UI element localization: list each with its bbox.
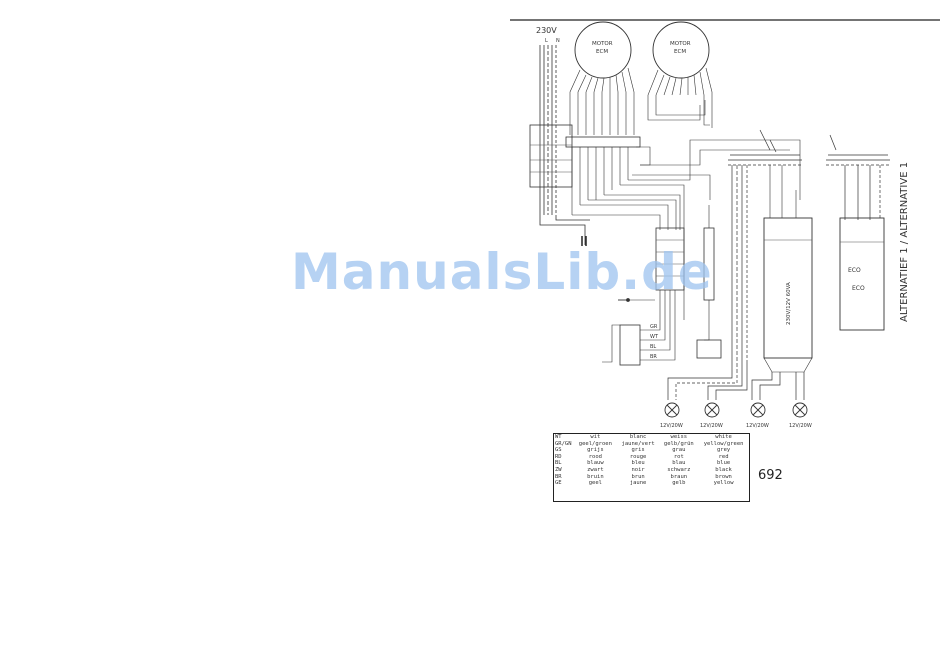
legend-cell: GR/GN [555, 440, 572, 447]
alt-box-line2: ECO [852, 285, 865, 292]
legend-row: GE geel jaune gelb yellow [554, 480, 749, 487]
alt-ecu-box [839, 217, 885, 331]
motor-1-label1: MOTOR [592, 41, 613, 47]
switch-label-2: WT [650, 334, 659, 340]
lamp-connector [696, 339, 722, 359]
legend-cell: rood [588, 453, 602, 460]
supply-l: L [545, 38, 548, 44]
alt-cable [826, 134, 890, 220]
motor-2: MOTOR ECM [652, 21, 710, 79]
supply-n: N [556, 38, 560, 44]
legend-cell: rouge [629, 453, 647, 460]
switch-block [619, 324, 641, 366]
legend-cell: GE [555, 480, 562, 487]
legend-cell: wit [590, 434, 601, 440]
legend-cell: geel/groen [578, 440, 612, 447]
legend-cell: noir [631, 466, 645, 473]
legend-cell: gris [631, 447, 645, 454]
legend-row: RD rood rouge rot red [554, 454, 749, 461]
legend-cell: RD [555, 453, 562, 460]
page-number: 692 [758, 468, 783, 483]
switch-label-4: BR [650, 354, 657, 360]
cable-bundle [728, 129, 802, 370]
legend-row: BL blauw bleu blau blue [554, 460, 749, 467]
lamp-3 [750, 402, 766, 418]
lamp-wires [667, 360, 805, 400]
transformer [763, 217, 813, 359]
legend-cell: ZW [555, 466, 562, 473]
motor-wires [569, 67, 713, 135]
switch-label-3: BL [650, 344, 656, 350]
fuse-wires [704, 205, 710, 341]
legend-cell: yellow [713, 480, 734, 487]
legend-cell: schwarz [667, 466, 691, 473]
lamp-1-label: 12V/20W [660, 423, 683, 429]
legend-cell: gelb [672, 480, 686, 487]
legend-cell: rot [673, 453, 684, 460]
fuse-element [703, 227, 715, 301]
switch-block-wires [602, 290, 676, 363]
legend-row: ZW zwart noir schwarz black [554, 467, 749, 474]
legend-cell: blue [716, 460, 731, 467]
legend-cell: grau [672, 447, 686, 454]
legend-cell: bruin [587, 473, 604, 480]
lamp-3-label: 12V/20W [746, 423, 769, 429]
lamp-2-label: 12V/20W [700, 423, 723, 429]
legend-cell: BR [555, 473, 562, 480]
legend-cell: blanc [629, 434, 647, 440]
legend-cell: BL [555, 460, 562, 467]
color-legend: WT wit blanc weiss white GR/GN geel/groe… [553, 433, 750, 502]
alt-box-line1: ECO [848, 267, 861, 274]
motor-2-label2: ECM [674, 49, 686, 55]
transformer-wires [763, 165, 813, 373]
legend-cell: WT [555, 434, 562, 440]
legend-cell: yellow/green [703, 440, 744, 447]
motor-2-label1: MOTOR [670, 41, 691, 47]
ground-lower [618, 298, 630, 302]
alternative-label: ALTERNATIEF 1 / ALTERNATIVE 1 [899, 162, 910, 322]
legend-row: GS grijs gris grau grey [554, 447, 749, 454]
legend-cell: blauw [587, 460, 604, 467]
legend-cell: black [715, 466, 732, 473]
ground-symbol [581, 236, 587, 246]
legend-cell: brown [715, 473, 732, 480]
legend-cell: weiss [670, 434, 688, 440]
legend-cell: bleu [631, 460, 645, 467]
relay-block-lines [656, 239, 684, 277]
legend-cell: brun [631, 473, 645, 480]
lamp-1 [664, 402, 680, 418]
legend-cell: grey [716, 447, 731, 454]
switch-label-1: GR [650, 324, 658, 330]
motor-1: MOTOR ECM [574, 21, 632, 79]
legend-cell: blau [672, 460, 686, 467]
legend-header-row-2: GR/GN geel/groen jaune/vert gelb/grün ye… [554, 441, 749, 448]
lamp-2 [704, 402, 720, 418]
transformer-label: 230V/12V 60VA [786, 282, 792, 325]
legend-header-row: WT wit blanc weiss white [554, 434, 749, 441]
color-legend-table: WT wit blanc weiss white GR/GN geel/groe… [554, 434, 749, 487]
connector-wires [571, 139, 801, 320]
supply-voltage: 230V [536, 26, 557, 35]
motor-1-label2: ECM [596, 49, 608, 55]
legend-cell: gelb/grün [663, 440, 694, 447]
lamp-4 [792, 402, 808, 418]
legend-cell: zwart [587, 466, 604, 473]
legend-cell: grijs [587, 447, 604, 454]
legend-cell: jaune [629, 480, 647, 487]
legend-cell: geel [588, 480, 602, 487]
legend-cell: white [715, 434, 732, 440]
connector-strip [565, 136, 641, 148]
legend-cell: jaune/vert [621, 440, 655, 447]
lamp-4-label: 12V/20W [789, 423, 812, 429]
terminal-block-lines [530, 144, 572, 173]
legend-cell: braun [670, 473, 688, 480]
legend-cell: GS [555, 447, 562, 454]
legend-cell: red [718, 453, 729, 460]
terminal-block-left [529, 124, 573, 188]
relay-block [655, 227, 685, 291]
legend-row: BR bruin brun braun brown [554, 474, 749, 481]
